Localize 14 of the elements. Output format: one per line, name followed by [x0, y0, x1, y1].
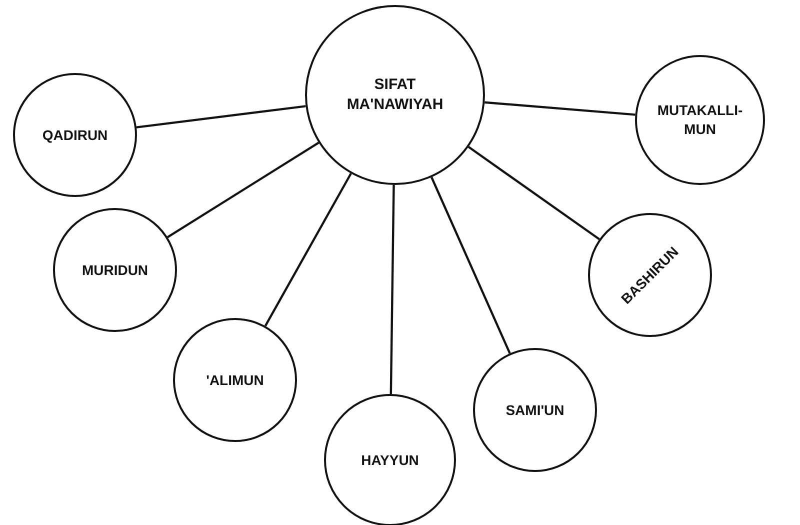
- node-label: 'ALIMUN: [206, 370, 264, 390]
- node-label: SAMI'UN: [506, 400, 564, 420]
- node-label: HAYYUN: [361, 450, 419, 470]
- connector-line: [484, 101, 636, 116]
- connector-line: [430, 176, 511, 354]
- connector-line: [167, 142, 320, 238]
- connector-line: [264, 172, 352, 326]
- connector-line: [468, 146, 600, 240]
- connector-line: [136, 105, 306, 128]
- connector-line: [390, 184, 395, 394]
- node-label: QADIRUN: [42, 126, 108, 144]
- node-label: MURIDUN: [82, 260, 148, 280]
- node-label: SIFAT MA'NAWIYAH: [346, 74, 444, 115]
- node-label: MUTAKALLI-MUN: [656, 101, 744, 139]
